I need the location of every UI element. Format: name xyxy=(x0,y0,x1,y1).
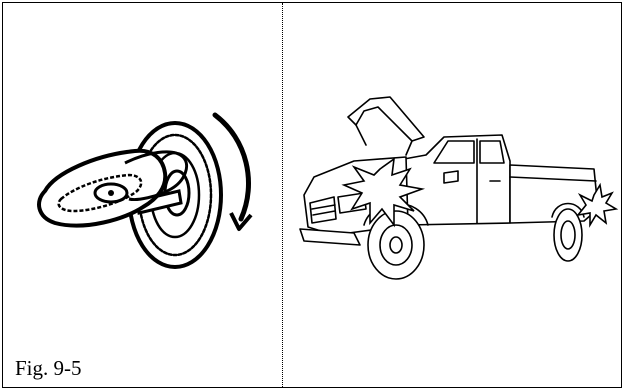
right-panel xyxy=(284,3,620,387)
key-turning-in-ignition-icon xyxy=(25,103,275,303)
figure-frame: Fig. 9-5 xyxy=(2,2,622,388)
panel-divider xyxy=(282,3,283,387)
left-panel: Fig. 9-5 xyxy=(3,3,282,387)
pickup-truck-hazard-flash-icon xyxy=(294,85,614,285)
figure-caption: Fig. 9-5 xyxy=(15,356,82,381)
